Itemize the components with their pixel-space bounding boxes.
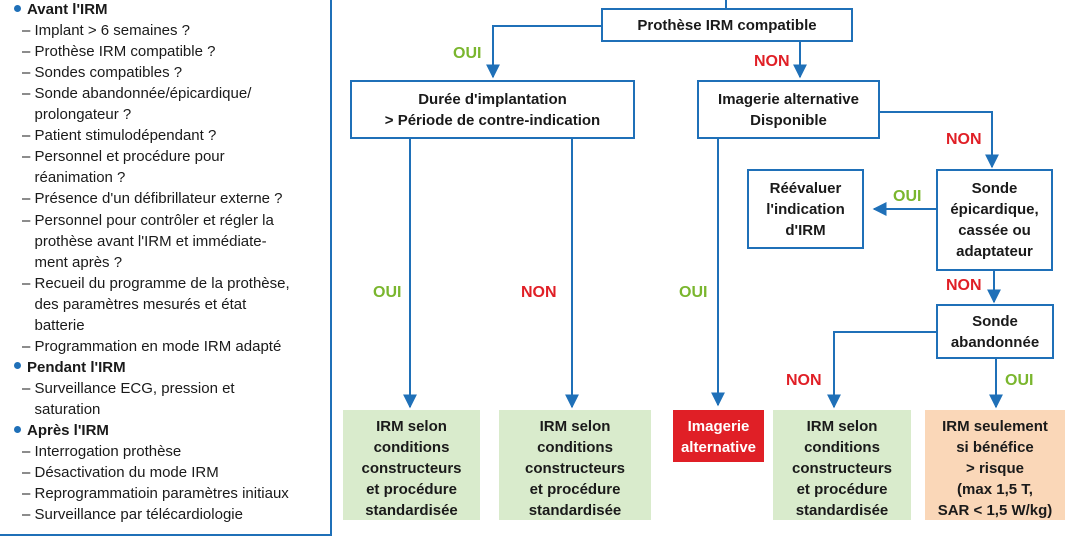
label-oui-prothese: OUI: [453, 45, 482, 62]
checklist-text: Pendant l'IRM: [27, 358, 126, 376]
checklist-item: – Personnel et procédure pour: [22, 148, 225, 166]
bullet-icon: [14, 4, 21, 12]
checklist-item: prolongateur ?: [22, 106, 132, 124]
checklist-item: saturation: [22, 400, 101, 419]
node-reevaluer-indication: Réévaluer l'indication d'IRM: [747, 169, 864, 249]
checklist-text: saturation: [22, 400, 101, 418]
checklist-item: batterie: [22, 317, 85, 335]
checklist-item: prothèse avant l'IRM et immédiate-: [22, 233, 267, 251]
outcome-imagerie-alternative: Imagerie alternative: [673, 410, 764, 462]
checklist-item: des paramètres mesurés et état: [22, 295, 247, 314]
checklist-item: – Désactivation du mode IRM: [22, 464, 219, 482]
checklist-section-heading: Avant l'IRM: [14, 1, 108, 19]
label-oui-imagerie: OUI: [679, 284, 708, 301]
checklist-item: – Sondes compatibles ?: [22, 64, 182, 82]
checklist-text: – Sondes compatibles ?: [22, 64, 183, 82]
checklist-item: – Patient stimulodépendant ?: [22, 127, 216, 145]
connector-prothese-oui: [486, 25, 601, 79]
checklist-text: – Désactivation du mode IRM: [22, 464, 219, 482]
checklist-text: – Prothèse IRM compatible ?: [22, 43, 216, 61]
node-sonde-abandonnee: Sonde abandonnée: [936, 304, 1054, 359]
checklist-text: – Personnel pour contrôler et régler la: [22, 211, 274, 229]
checklist-text: – Interrogation prothèse: [22, 443, 182, 461]
label-non-imagerie: NON: [946, 131, 982, 148]
label-non-duree: NON: [521, 284, 557, 301]
flowchart-connectors: [403, 0, 1003, 409]
checklist-panel: Avant l'IRM – Implant > 6 semaines ? – Pro…: [0, 0, 332, 536]
checklist-text: ment après ?: [22, 253, 123, 271]
checklist-section-heading: Pendant l'IRM: [14, 359, 126, 377]
label-non-prothese: NON: [754, 53, 790, 70]
connector-aband-non: [827, 331, 936, 409]
checklist-item: – Implant > 6 semaines ?: [22, 22, 190, 40]
checklist-item: réanimation ?: [22, 169, 126, 187]
checklist-text: – Sonde abandonnée/épicardique/: [22, 85, 252, 103]
label-oui-duree: OUI: [373, 284, 402, 301]
connector-imagerie-non: [880, 111, 999, 169]
checklist-text: des paramètres mesurés et état: [22, 295, 247, 313]
checklist-item: – Recueil du programme de la prothèse,: [22, 275, 290, 293]
checklist-text: – Patient stimulodépendant ?: [22, 127, 217, 145]
node-duree-implantation: Durée d'implantation > Période de contre…: [350, 80, 635, 139]
checklist-item: – Interrogation prothèse: [22, 443, 181, 461]
checklist-item: – Reprogrammatioin paramètres initiaux: [22, 485, 289, 503]
outcome-irm-standard-3: IRM selon conditions constructeurs et pr…: [773, 410, 911, 520]
node-imagerie-disponible: Imagerie alternative Disponible: [697, 80, 880, 139]
checklist-item: ment après ?: [22, 253, 123, 272]
checklist-item: – Sonde abandonnée/épicardique/: [22, 85, 251, 103]
checklist-text: – Surveillance ECG, pression et: [22, 379, 235, 397]
bullet-icon: [14, 362, 21, 370]
outcome-irm-benefice: IRM seulement si bénéfice > risque (max …: [925, 410, 1065, 520]
checklist-text: – Reprogrammatioin paramètres initiaux: [22, 485, 289, 503]
label-oui-abandonnee: OUI: [1005, 372, 1034, 389]
node-prothese-compatible: Prothèse IRM compatible: [601, 8, 853, 42]
checklist-text: – Personnel et procédure pour: [22, 148, 225, 166]
checklist-text: Après l'IRM: [27, 422, 109, 439]
checklist-text: réanimation ?: [22, 169, 126, 187]
label-non-epicardique: NON: [946, 277, 982, 294]
checklist-item: – Personnel pour contrôler et régler la: [22, 212, 274, 230]
checklist-item: – Prothèse IRM compatible ?: [22, 43, 215, 61]
checklist-text: – Présence d'un défibrillateur externe ?: [22, 190, 283, 208]
label-non-abandonnee: NON: [786, 372, 822, 389]
outcome-irm-standard-2: IRM selon conditions constructeurs et pr…: [499, 410, 651, 520]
checklist-section-heading: Après l'IRM: [14, 422, 109, 440]
checklist-text: – Recueil du programme de la prothèse,: [22, 274, 290, 292]
checklist-text: Avant l'IRM: [27, 1, 108, 18]
checklist-item: – Programmation en mode IRM adapté: [22, 338, 281, 356]
outcome-irm-standard-1: IRM selon conditions constructeurs et pr…: [343, 410, 480, 520]
checklist-text: batterie: [22, 316, 85, 334]
checklist-text: prothèse avant l'IRM et immédiate-: [22, 232, 267, 250]
node-sonde-epicardique: Sonde épicardique, cassée ou adaptateur: [936, 169, 1053, 271]
checklist-item: – Présence d'un défibrillateur externe ?: [22, 190, 283, 208]
label-oui-epicardique: OUI: [893, 188, 922, 205]
bullet-icon: [14, 425, 21, 433]
checklist-text: – Implant > 6 semaines ?: [22, 22, 191, 40]
checklist-text: prolongateur ?: [22, 106, 132, 124]
checklist-item: – Surveillance ECG, pression et: [22, 380, 235, 398]
checklist-text: – Programmation en mode IRM adapté: [22, 337, 282, 355]
